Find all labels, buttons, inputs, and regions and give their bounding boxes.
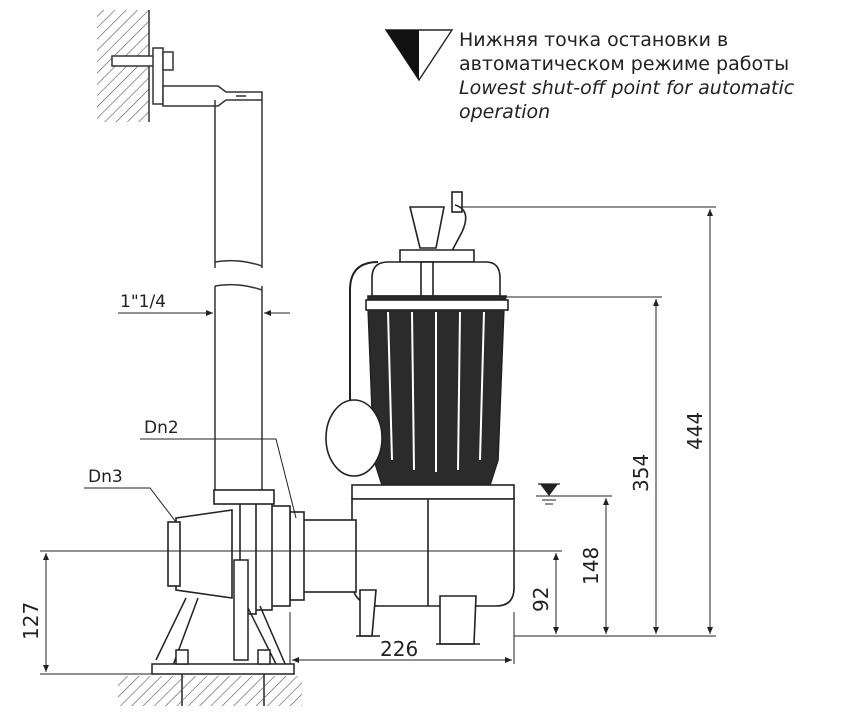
- wall-bracket: [111, 47, 263, 107]
- legend-en-line-2: operation: [459, 101, 551, 123]
- water-level-symbol: [538, 483, 560, 505]
- dn3-leader: [84, 487, 177, 523]
- reference-lines: [40, 206, 716, 675]
- legend: Нижняя точка остановки в автоматическом …: [385, 28, 845, 124]
- dn3-label: Dn3: [88, 467, 123, 487]
- pump-body: [325, 191, 515, 645]
- dimension-148: 148: [579, 547, 603, 585]
- dn2-label: Dn2: [144, 418, 179, 438]
- legend-ru-line-2: автоматическом режиме работы: [459, 53, 790, 75]
- dn2-leader: [140, 438, 297, 519]
- dimension-354: 354: [629, 454, 653, 492]
- dimension-444: 444: [683, 412, 707, 450]
- floor-hatch: [118, 676, 302, 706]
- guide-pipe: [214, 100, 263, 495]
- vertical-dimensions: [43, 209, 713, 672]
- dimension-127: 127: [19, 602, 43, 640]
- discharge-coupling: [167, 489, 357, 615]
- shutoff-level-icon: [384, 29, 454, 82]
- legend-en-line-1: Lowest shut-off point for automatic: [459, 77, 795, 99]
- dimension-92: 92: [529, 587, 553, 612]
- dimension-226: 226: [380, 637, 418, 661]
- pipe-size-label: 1"1/4: [120, 292, 166, 312]
- legend-ru-line-1: Нижняя точка остановки в: [459, 29, 729, 51]
